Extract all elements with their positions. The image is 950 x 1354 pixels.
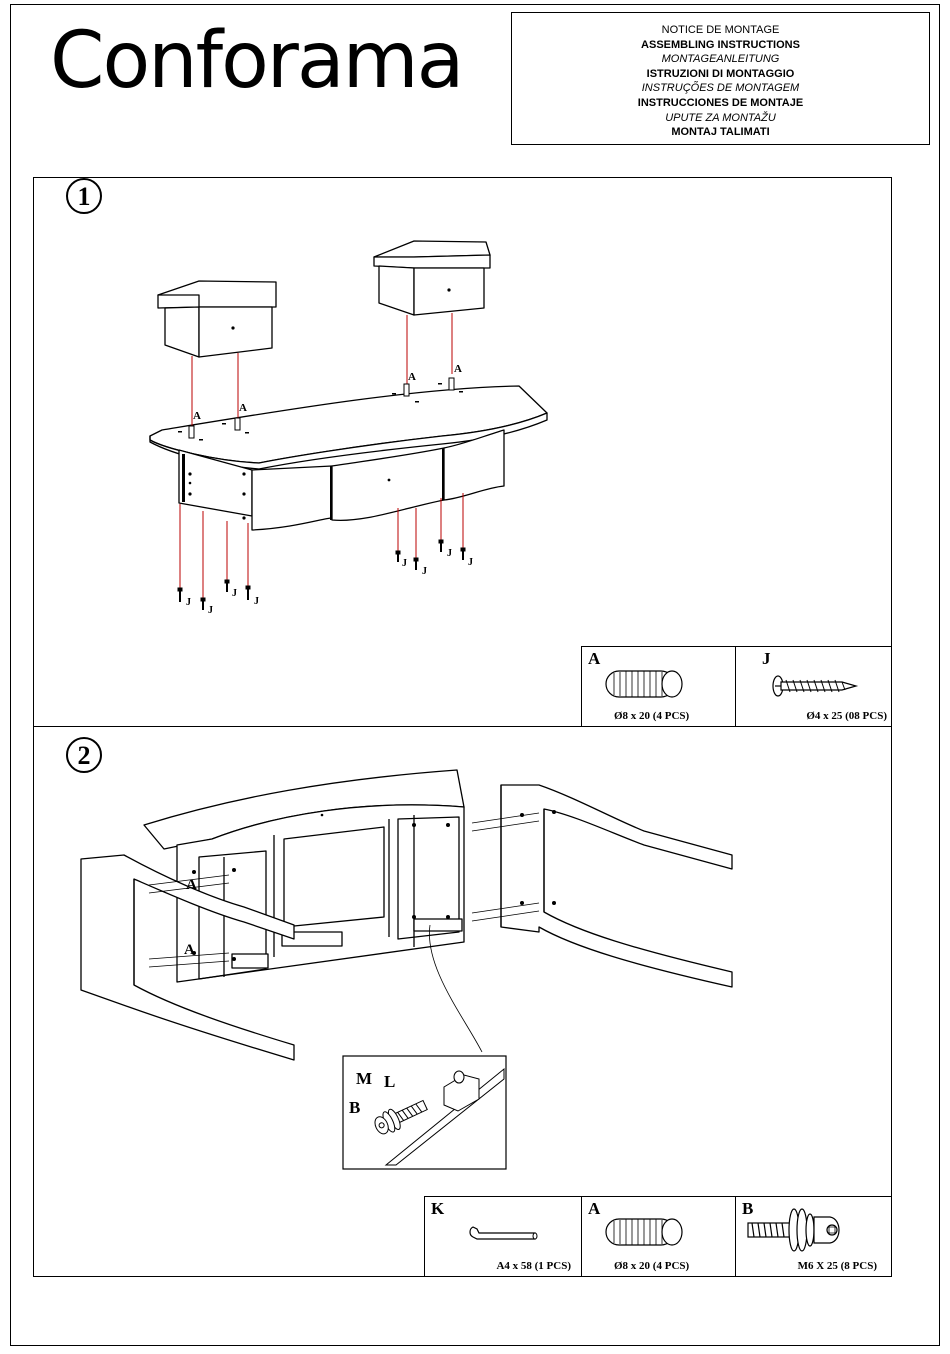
step1-left-drawer-top-front xyxy=(157,294,200,309)
step1-label-j7: J xyxy=(447,548,452,559)
step1-right-drawer-side xyxy=(378,265,415,316)
step1-right-drawer-top xyxy=(373,240,491,258)
bolt-washer-icon xyxy=(747,1208,840,1252)
step1-label-a2: A xyxy=(239,402,247,414)
dowel-icon xyxy=(605,670,683,698)
dowel-icon xyxy=(605,1218,683,1246)
step2-part-a-caption: Ø8 x 20 (4 PCS) xyxy=(614,1260,690,1272)
step1-label-j1: J xyxy=(186,597,191,608)
step2-part-b: B M6 X 25 (8 PCS) xyxy=(736,1197,891,1276)
step2-part-a-letter: A xyxy=(588,1199,601,1218)
title-line-en: ASSEMBLING INSTRUCTIONS xyxy=(641,38,800,51)
title-line-pt: INSTRUÇÕES DE MONTAGEM xyxy=(641,82,800,95)
step2-rail-2 xyxy=(231,953,269,969)
title-line-hr: UPUTE ZA MONTAŽU xyxy=(665,111,776,124)
step2-part-a: A Ø8 x 20 (4 PCS) xyxy=(582,1197,736,1276)
step1-left-drawer-side xyxy=(164,306,200,358)
step1-screw-7 xyxy=(438,539,444,552)
screw-icon xyxy=(772,675,859,697)
step1-drawing: A A A A J J J J J J J J xyxy=(149,240,548,616)
step1-screw-4 xyxy=(245,585,251,600)
step1-desk-right-front xyxy=(443,429,505,501)
step1-label-j5: J xyxy=(402,558,407,569)
step1-screw-1 xyxy=(177,587,183,602)
title-line-de: MONTAGEANLEITUNG xyxy=(661,53,780,66)
step2-detail-inset: M L B xyxy=(342,1055,507,1170)
step1-desk-center-drawer xyxy=(331,447,445,522)
step1-label-a1: A xyxy=(193,410,201,422)
step2-rail-3 xyxy=(413,918,463,932)
step1-desk-left-front xyxy=(251,465,333,531)
step1-number: 1 xyxy=(66,178,102,214)
step2-number: 2 xyxy=(66,737,102,773)
step1-screw-8 xyxy=(460,547,466,560)
page-frame xyxy=(10,4,940,1346)
step2-panel: 2 xyxy=(33,726,892,1277)
step2-label-m: M xyxy=(356,1069,372,1088)
step1-label-j6: J xyxy=(422,566,427,577)
allen-key-icon xyxy=(469,1226,538,1240)
title-block: NOTICE DE MONTAGE ASSEMBLING INSTRUCTION… xyxy=(511,12,930,145)
step1-label-a3: A xyxy=(408,371,416,383)
step1-screw-5 xyxy=(395,550,401,562)
step2-label-l: L xyxy=(384,1072,395,1091)
step1-part-a-letter: A xyxy=(588,649,601,668)
title-line-tr: MONTAJ TALIMATI xyxy=(671,126,770,139)
step1-label-j2: J xyxy=(208,605,213,616)
title-line-it: ISTRUZIONI DI MONTAGGIO xyxy=(646,67,795,80)
step1-part-a-caption: Ø8 x 20 (4 PCS) xyxy=(614,710,690,722)
step2-drawing: A A M L B xyxy=(80,769,733,1170)
step1-label-a4: A xyxy=(454,363,462,375)
step2-right-leg xyxy=(500,784,733,988)
step2-part-b-caption: M6 X 25 (8 PCS) xyxy=(797,1260,877,1272)
brand-logo: Conforama xyxy=(50,16,464,106)
step1-label-j4: J xyxy=(254,596,259,607)
step1-left-drawer-front xyxy=(198,306,273,358)
step2-part-k: K A4 x 58 (1 PCS) xyxy=(425,1197,582,1276)
step1-label-j3: J xyxy=(232,588,237,599)
step1-part-j-caption: Ø4 x 25 (08 PCS) xyxy=(806,710,887,722)
step2-rail-1 xyxy=(281,931,343,947)
step1-label-j8: J xyxy=(468,557,473,568)
step1-screw-2 xyxy=(200,597,206,610)
step1-desktop-edge xyxy=(149,412,548,470)
step2-part-k-caption: A4 x 58 (1 PCS) xyxy=(496,1260,571,1272)
step2-left-leg xyxy=(80,854,295,1061)
step1-screw-6 xyxy=(413,557,419,570)
step1-parts-table: A Ø8 x 20 (4 PCS) J xyxy=(581,646,892,727)
step2-part-k-letter: K xyxy=(431,1199,445,1218)
step2-label-a1: A xyxy=(186,877,197,893)
step1-part-j-letter: J xyxy=(762,649,771,668)
step2-label-b: B xyxy=(349,1098,360,1117)
step1-part-j: J Ø4 x 25 (08 PCS) xyxy=(736,647,891,726)
step2-part-b-letter: B xyxy=(742,1199,754,1218)
step1-part-a: A Ø8 x 20 (4 PCS) xyxy=(582,647,736,726)
step2-center-bay xyxy=(283,826,385,928)
title-line-fr: NOTICE DE MONTAGE xyxy=(661,24,780,36)
step2-parts-table: K A4 x 58 (1 PCS) A Ø8 x 20 (4 PCS) B xyxy=(424,1196,892,1277)
step1-right-drawer-top-front xyxy=(373,254,491,269)
step1-screw-3 xyxy=(224,579,230,592)
title-line-es: INSTRUCCIONES DE MONTAJE xyxy=(637,96,804,109)
step1-panel: 1 xyxy=(33,177,892,727)
step2-label-a2: A xyxy=(184,942,195,958)
